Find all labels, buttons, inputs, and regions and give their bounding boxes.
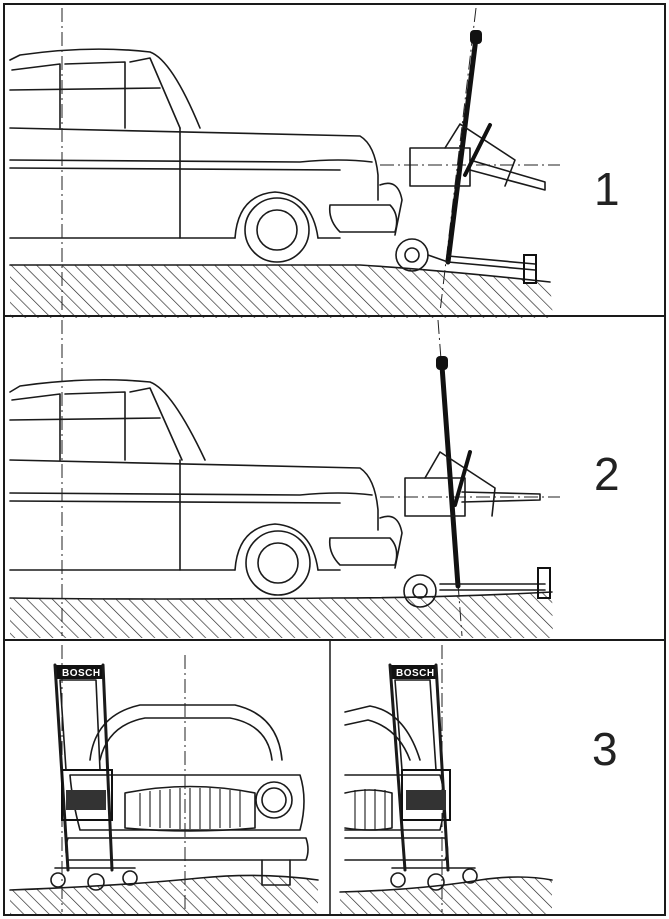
panel-number-2: 2 [594,448,620,500]
car-side-1 [9,48,403,263]
car-side-2 [9,378,403,596]
car-front-right [344,705,449,861]
panel-3: BOSCH BOSCH [9,640,618,915]
ground-line-3a [9,874,319,891]
ground-hatch-2 [10,592,553,638]
panel-number-3: 3 [592,723,618,775]
headlight-aimer-1 [395,30,546,284]
brand-label-right: BOSCH [396,668,435,679]
brand-label-left: BOSCH [62,668,101,679]
ground-hatch-1 [10,265,553,318]
ground-line-2 [9,591,553,600]
ground-hatch-3a [10,875,318,914]
ground-hatch-3b [340,877,552,914]
headlight-aimer-front-right: BOSCH [388,663,478,891]
panel-2: 2 [9,319,620,638]
panel-number-1: 1 [594,163,620,215]
panel-1: 1 [9,7,620,318]
outer-border [3,3,666,916]
ground-line-1 [9,264,551,283]
headlight-aimer-front-left: BOSCH [50,663,138,891]
headlight-aimer-2 [403,356,551,608]
aimer-axis-1 [439,7,477,313]
